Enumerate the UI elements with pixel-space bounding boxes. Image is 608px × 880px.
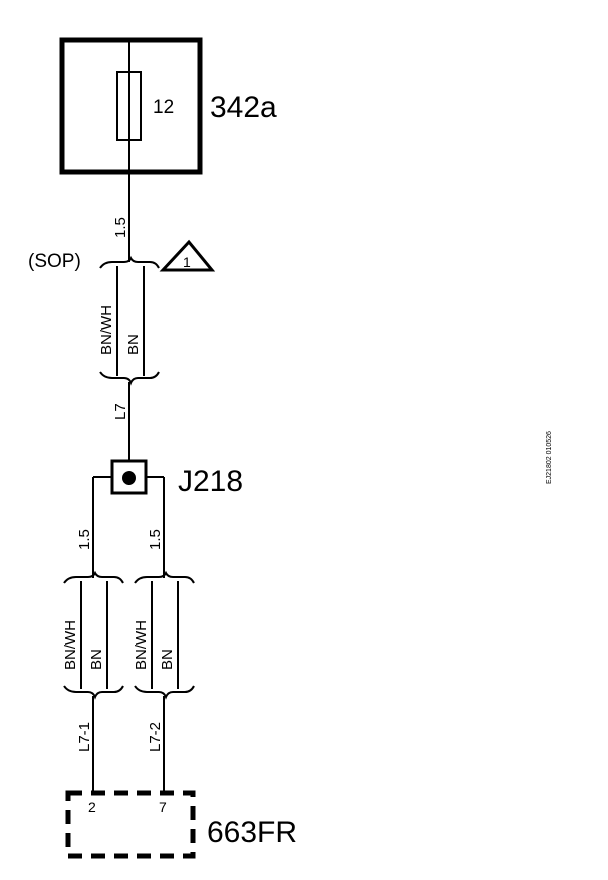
splice-dot xyxy=(122,471,136,485)
branch-1-color-1: BN/WH xyxy=(62,620,79,670)
branch-2-gauge: 1.5 xyxy=(147,529,164,550)
branch-1-color-2: BN xyxy=(88,649,105,670)
branch-2-bottom-bracket xyxy=(134,685,195,700)
connector-663fr xyxy=(65,790,196,859)
drawing-reference: EJ21802 010526 xyxy=(546,431,553,484)
sop-note: (SOP) xyxy=(28,251,81,272)
connector-pin-2: 2 xyxy=(88,799,96,815)
main-wire-top-bracket xyxy=(99,255,160,269)
warning-triangle-icon xyxy=(159,239,216,272)
junction-label: J218 xyxy=(178,465,243,498)
main-wire-color-2: BN xyxy=(125,334,142,355)
main-wire-color-1: BN/WH xyxy=(98,305,115,355)
branch-2-color-1: BN/WH xyxy=(133,620,150,670)
main-wire-circuit: L7 xyxy=(112,403,129,420)
branch-2-circuit: L7-2 xyxy=(147,722,164,752)
branch-1-gauge: 1.5 xyxy=(76,529,93,550)
connector-pin-7: 7 xyxy=(159,799,167,815)
branch-2-top-bracket xyxy=(134,570,195,584)
branch-1-bottom-bracket xyxy=(63,685,124,700)
fuse-box-label: 342a xyxy=(210,91,277,124)
fuse-box-342a xyxy=(59,37,203,175)
fuse-number-label: 12 xyxy=(153,97,174,118)
branch-1-top-bracket xyxy=(63,570,124,584)
branch-1-circuit: L7-1 xyxy=(76,722,93,752)
warning-number: 1 xyxy=(183,254,191,270)
main-wire-bottom-bracket xyxy=(99,371,160,386)
main-wire-gauge: 1.5 xyxy=(112,217,129,238)
connector-label: 663FR xyxy=(207,816,297,849)
branch-2-color-2: BN xyxy=(159,649,176,670)
